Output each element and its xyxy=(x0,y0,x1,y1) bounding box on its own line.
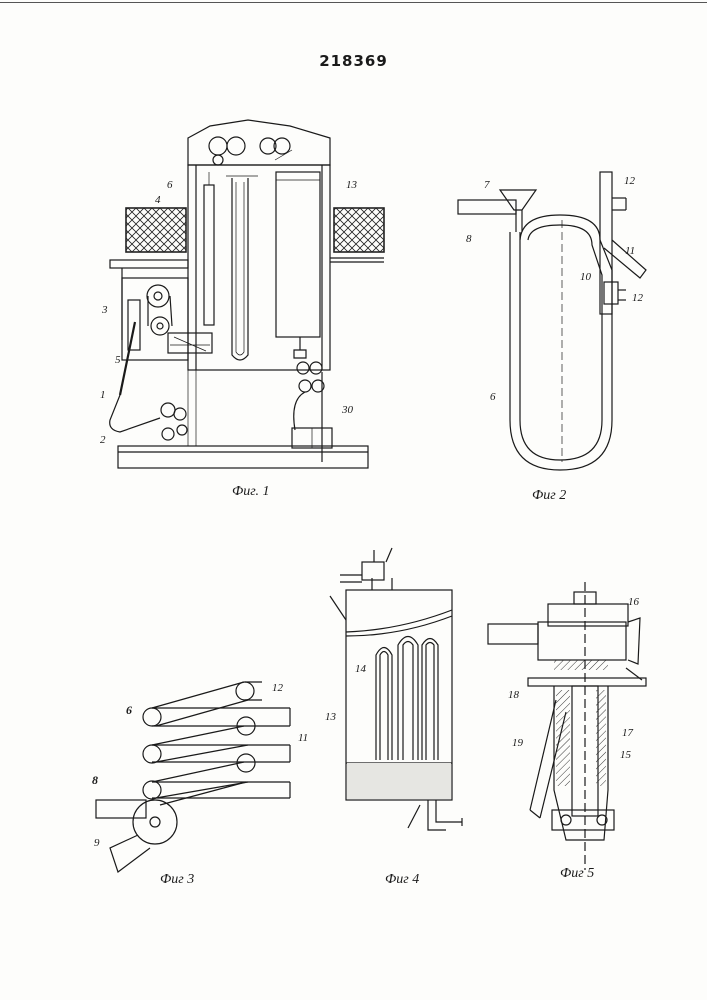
figure-3-caption: Фиг 3 xyxy=(160,872,194,888)
fig3-label: 12 xyxy=(272,683,283,694)
fig5-label: 16 xyxy=(628,597,639,608)
figure-4-caption: Фиг 4 xyxy=(385,872,419,888)
fig3-label: 9 xyxy=(94,838,100,849)
figure-1-caption: Фиг. 1 xyxy=(232,484,270,500)
fig2-label: 6 xyxy=(490,392,496,403)
fig1-label: 13 xyxy=(346,180,357,191)
fig1-label: 1 xyxy=(100,390,106,401)
fig3-label: 8 xyxy=(92,775,98,786)
figure-5-caption: Фиг 5 xyxy=(560,866,594,882)
fig5-label: 15 xyxy=(620,750,631,761)
fig1-label: 4 xyxy=(155,195,161,206)
fig2-label: 12 xyxy=(632,293,643,304)
fig5-label: 17 xyxy=(622,728,633,739)
fig2-label: 12 xyxy=(624,176,635,187)
fig2-label: 8 xyxy=(466,234,472,245)
fig2-label: 10 xyxy=(580,272,591,283)
fig4-label: 14 xyxy=(355,664,366,675)
fig3-label: 11 xyxy=(298,733,308,744)
fig2-label: 11 xyxy=(625,246,635,257)
fig3-label: 6 xyxy=(126,705,132,716)
fig1-label: 30 xyxy=(342,405,353,416)
fig4-label: 13 xyxy=(325,712,336,723)
fig1-label: 5 xyxy=(115,355,121,366)
fig2-label: 7 xyxy=(484,180,490,191)
fig1-label: 3 xyxy=(102,305,108,316)
figure-2-caption: Фиг 2 xyxy=(532,488,566,504)
fig5-label: 19 xyxy=(512,738,523,749)
fig1-label: 2 xyxy=(100,435,106,446)
fig1-label: 6 xyxy=(167,180,173,191)
fig5-label: 18 xyxy=(508,690,519,701)
